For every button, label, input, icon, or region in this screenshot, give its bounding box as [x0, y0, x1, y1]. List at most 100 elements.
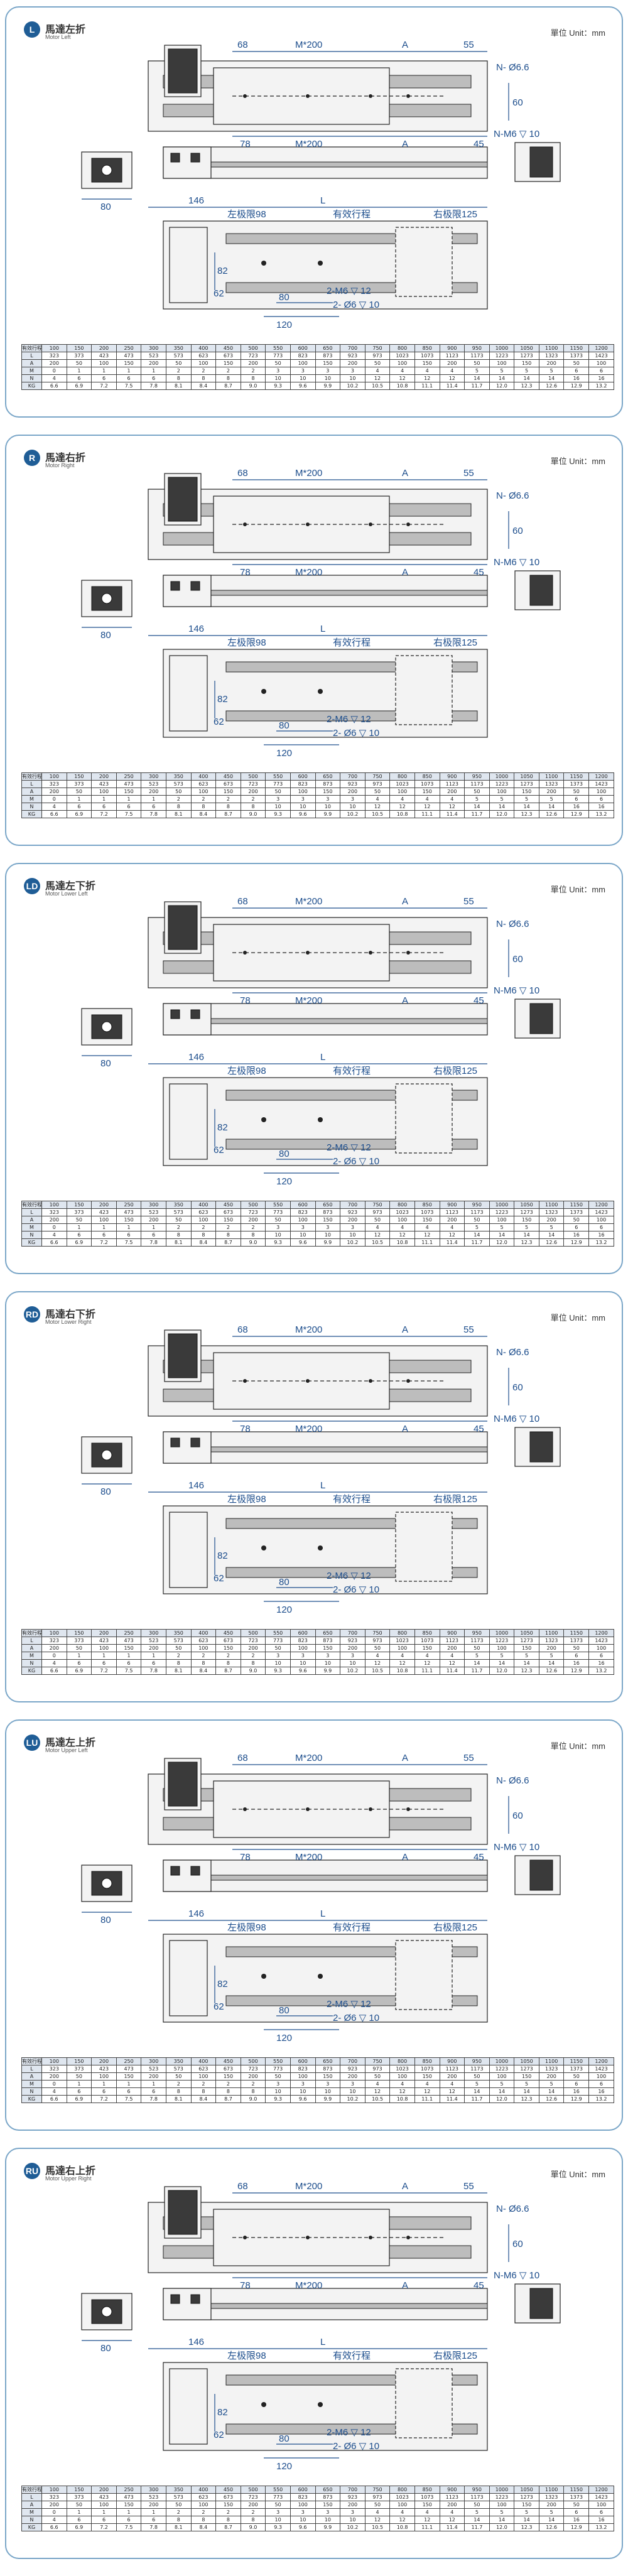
table-cell: 1073	[414, 780, 440, 788]
table-cell: 200	[240, 2501, 266, 2509]
table-header-stroke: 1200	[588, 772, 614, 781]
dim-82: 82	[217, 1550, 228, 1561]
table-cell: 100	[588, 1644, 614, 1652]
table-cell: 14	[489, 374, 515, 382]
dim-120: 120	[276, 748, 292, 759]
table-cell: 673	[215, 2065, 241, 2073]
table-header-stroke: 800	[389, 1629, 415, 1637]
table-cell: 10.8	[389, 382, 415, 390]
table-cell: 973	[364, 2065, 391, 2073]
dim-78: 78	[240, 2280, 251, 2291]
table-cell: 523	[141, 1208, 166, 1216]
dim-l: L	[320, 195, 325, 206]
table-header-stroke: 600	[290, 344, 316, 352]
table-row-label: L	[21, 2493, 42, 2501]
table-cell: 9.9	[315, 2095, 341, 2103]
table-header-stroke: 150	[66, 1201, 92, 1209]
table-cell: 10	[290, 2516, 316, 2524]
dim-68: 68	[237, 40, 248, 50]
table-header-stroke: 350	[165, 2057, 192, 2065]
table-cell: 873	[315, 2065, 341, 2073]
table-cell: 323	[41, 2493, 67, 2501]
table-header-stroke: 850	[414, 772, 440, 781]
table-cell: 100	[389, 359, 415, 367]
table-cell: 10.8	[389, 1667, 415, 1675]
dim-right-limit: 右极限125	[433, 1494, 477, 1505]
table-cell: 4	[364, 2508, 391, 2516]
table-header-stroke: 550	[265, 1629, 291, 1637]
table-cell: 100	[489, 1644, 515, 1652]
table-cell: 10.2	[340, 1667, 365, 1675]
table-cell: 10.5	[364, 382, 391, 390]
table-cell: 8	[165, 374, 192, 382]
table-cell: 13.2	[588, 1667, 614, 1675]
table-header-stroke: 700	[340, 2486, 365, 2494]
variant-title-cn: 馬達左上折	[45, 1738, 96, 1748]
table-row-label: A	[21, 787, 42, 796]
table-cell: 1123	[439, 780, 465, 788]
table-cell: 1173	[464, 352, 490, 360]
table-cell: 4	[364, 1223, 391, 1231]
table-cell: 1373	[563, 1637, 590, 1645]
table-cell: 10	[290, 803, 316, 811]
table-cell: 12.3	[514, 1238, 539, 1247]
table-cell: 1223	[489, 2065, 515, 2073]
table-cell: 200	[439, 1216, 465, 1224]
table-cell: 3	[340, 2080, 365, 2088]
top-view	[148, 2202, 488, 2273]
table-cell: 50	[364, 1644, 391, 1652]
table-cell: 9.6	[290, 2523, 316, 2531]
table-cell: 4	[414, 367, 440, 375]
table-cell: 200	[439, 2501, 465, 2509]
table-cell: 623	[190, 2065, 217, 2073]
table-cell: 8	[240, 2516, 266, 2524]
table-cell: 200	[240, 2072, 266, 2081]
dim-45: 45	[474, 2280, 484, 2291]
table-cell: 10	[290, 1659, 316, 1667]
table-cell: 12.3	[514, 1667, 539, 1675]
table-cell: 12.0	[489, 2523, 515, 2531]
table-cell: 13.2	[588, 810, 614, 818]
table-cell: 8.7	[215, 382, 241, 390]
table-cell: 2	[215, 2080, 241, 2088]
table-cell: 14	[489, 803, 515, 811]
table-cell: 12.0	[489, 382, 515, 390]
table-cell: 1373	[563, 2065, 590, 2073]
table-header-stroke: 650	[315, 1201, 341, 1209]
table-cell: 8.7	[215, 1667, 241, 1675]
table-cell: 11.4	[439, 1667, 465, 1675]
table-cell: 0	[41, 1223, 67, 1231]
table-cell: 12	[414, 374, 440, 382]
dim-right-limit: 右极限125	[433, 2351, 477, 2361]
table-header-stroke: 750	[364, 2486, 391, 2494]
table-header-stroke: 750	[364, 1201, 391, 1209]
table-cell: 150	[414, 1644, 440, 1652]
table-cell: 10	[265, 374, 291, 382]
table-row-label: KG	[21, 1667, 42, 1675]
table-cell: 1	[141, 795, 166, 803]
variant-card-ld: LD 馬達左下折 Motor Lower Left 單位 Unit：mm	[5, 863, 623, 1274]
table-cell: 10	[265, 803, 291, 811]
table-header-stroke: 500	[240, 1201, 266, 1209]
table-cell: 323	[41, 780, 67, 788]
table-cell: 12.6	[538, 1238, 565, 1247]
table-cell: 6	[116, 2087, 142, 2096]
table-cell: 9.9	[315, 1667, 341, 1675]
table-cell: 1023	[389, 1637, 415, 1645]
table-cell: 2	[165, 2508, 192, 2516]
table-cell: 6.6	[41, 1238, 67, 1247]
table-cell: 873	[315, 2493, 341, 2501]
table-cell: 50	[66, 359, 92, 367]
table-cell: 12	[414, 2516, 440, 2524]
table-header-stroke: 800	[389, 772, 415, 781]
table-header-stroke: 250	[116, 1201, 142, 1209]
table-cell: 0	[41, 367, 67, 375]
table-header-stroke: 100	[41, 2486, 67, 2494]
table-cell: 12	[439, 803, 465, 811]
variant-badge: LD	[24, 878, 40, 894]
table-cell: 9.3	[265, 382, 291, 390]
dim-146: 146	[188, 624, 204, 634]
